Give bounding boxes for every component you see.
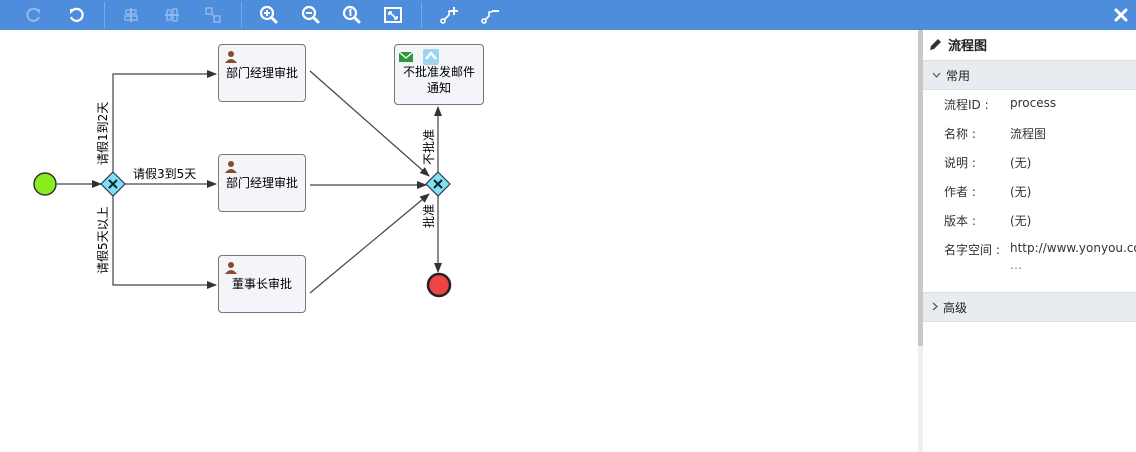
flow-task3-to-gateway2[interactable] xyxy=(309,193,430,294)
task-dept-manager-approval-2[interactable]: 部门经理审批 xyxy=(218,154,306,212)
close-icon[interactable] xyxy=(1106,0,1136,30)
add-bendpoint-icon[interactable] xyxy=(434,0,464,30)
task-label: 部门经理审批 xyxy=(225,176,298,190)
user-icon xyxy=(225,50,237,63)
prop-value-version[interactable]: (无) xyxy=(1010,214,1032,228)
prop-namespace-ellipsis: … xyxy=(1010,258,1022,272)
toolbar-separator xyxy=(104,2,105,28)
flow-edges xyxy=(33,70,452,298)
task-label: 部门经理审批 xyxy=(225,66,298,80)
prop-value-name[interactable]: 流程图 xyxy=(1010,127,1047,141)
panel-header: 流程图 xyxy=(923,30,1136,58)
align-vertical-icon[interactable] xyxy=(157,0,187,30)
flow-task1-to-gateway2[interactable] xyxy=(309,70,430,177)
toolbar-separator xyxy=(241,2,242,28)
chevron-right-icon xyxy=(932,300,938,314)
redo-icon[interactable] xyxy=(19,0,49,30)
same-size-icon[interactable] xyxy=(198,0,228,30)
exclusive-gateway-2[interactable] xyxy=(425,171,451,197)
section-common-label: 常用 xyxy=(946,68,971,83)
task-label: 不批准发邮件 通知 xyxy=(402,64,475,95)
section-advanced-label: 高级 xyxy=(943,300,968,315)
zoom-actual-icon[interactable] xyxy=(337,0,367,30)
prop-value-author[interactable]: (无) xyxy=(1010,185,1032,199)
section-advanced[interactable]: 高级 xyxy=(923,292,1136,322)
user-icon xyxy=(225,261,237,274)
exclusive-gateway-1[interactable] xyxy=(100,171,126,197)
align-horizontal-icon[interactable] xyxy=(116,0,146,30)
prop-value-description[interactable]: (无) xyxy=(1010,156,1032,170)
mail-icon xyxy=(398,50,414,66)
task-label: 董事长审批 xyxy=(231,277,292,291)
user-icon xyxy=(225,160,237,173)
flow-label-over-5-days: 请假5天以上 xyxy=(96,206,110,274)
vertical-scrollbar-thumb[interactable] xyxy=(918,30,923,346)
service-icon xyxy=(423,49,439,69)
prop-key-version: 版本 : xyxy=(944,214,976,228)
flow-to-task1[interactable] xyxy=(112,70,217,172)
prop-key-name: 名称 : xyxy=(944,127,976,141)
flow-to-task3[interactable] xyxy=(112,196,217,289)
prop-key-author: 作者 : xyxy=(944,185,976,199)
task-reject-mail-notify[interactable]: 不批准发邮件 通知 xyxy=(394,44,484,105)
diagram-canvas[interactable]: 部门经理审批 部门经理审批 董事长审批 不批准发邮件 通知 请假1到2天 请假3… xyxy=(0,30,918,452)
prop-value-process-id[interactable]: process xyxy=(1010,96,1057,110)
task-chairman-approval[interactable]: 董事长审批 xyxy=(218,255,306,313)
section-common[interactable]: 常用 xyxy=(923,60,1136,90)
prop-key-description: 说明 : xyxy=(944,156,976,170)
task-dept-manager-approval-1[interactable]: 部门经理审批 xyxy=(218,44,306,102)
remove-bendpoint-icon[interactable] xyxy=(475,0,505,30)
flow-label-reject: 不批准 xyxy=(422,128,436,165)
fit-page-icon[interactable] xyxy=(378,0,408,30)
undo-icon[interactable] xyxy=(61,0,91,30)
start-event[interactable] xyxy=(33,172,57,196)
chevron-down-icon xyxy=(932,70,941,81)
prop-value-namespace[interactable]: http://www.yonyou.com xyxy=(1010,241,1136,255)
prop-key-process-id: 流程ID : xyxy=(944,98,989,112)
flow-label-1-2-days: 请假1到2天 xyxy=(96,101,110,165)
panel-title: 流程图 xyxy=(948,38,988,54)
pencil-icon xyxy=(929,38,942,51)
flow-label-3-5-days: 请假3到5天 xyxy=(133,167,197,181)
flow-label-approve: 批准 xyxy=(422,203,436,228)
properties-panel: 流程图 常用 流程ID : process 名称 : 流程图 说明 : (无) … xyxy=(923,30,1136,452)
toolbar xyxy=(0,0,1136,30)
zoom-in-icon[interactable] xyxy=(254,0,284,30)
toolbar-separator xyxy=(421,2,422,28)
end-event[interactable] xyxy=(426,272,452,298)
zoom-out-icon[interactable] xyxy=(296,0,326,30)
prop-key-namespace: 名字空间 : xyxy=(944,243,1000,257)
